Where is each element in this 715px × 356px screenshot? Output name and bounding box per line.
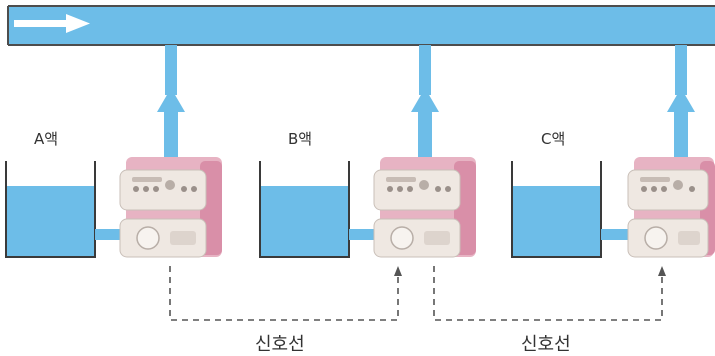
feed-pipe-b <box>349 229 379 240</box>
dosing-pump-c <box>627 157 715 258</box>
tank-a <box>5 161 125 258</box>
dosing-pump-b <box>373 157 476 258</box>
riser-b <box>411 45 439 157</box>
arrow-up-icon <box>658 266 666 276</box>
main-pipe <box>8 6 715 45</box>
arrow-up-icon <box>157 88 185 112</box>
tank-c <box>511 161 631 258</box>
arrow-up-icon <box>394 266 402 276</box>
riser-a <box>157 45 185 157</box>
signal-line-2 <box>433 266 663 321</box>
signal-line-1 <box>169 266 399 321</box>
signal-line-2-label: 신호선 <box>521 334 571 355</box>
tank-c-label: C액 <box>541 130 566 148</box>
tank-b <box>259 161 379 258</box>
tank-a-label: A액 <box>34 130 59 148</box>
arrow-up-icon <box>411 88 439 112</box>
arrow-up-icon <box>667 88 695 112</box>
feed-pipe-c <box>601 229 631 240</box>
feed-pipe-a <box>95 229 125 240</box>
dosing-pump-a <box>119 157 222 258</box>
arrow-right-icon <box>14 14 90 33</box>
signal-line-1-label: 신호선 <box>255 334 305 355</box>
riser-c <box>667 45 695 157</box>
tank-b-label: B액 <box>288 130 313 148</box>
